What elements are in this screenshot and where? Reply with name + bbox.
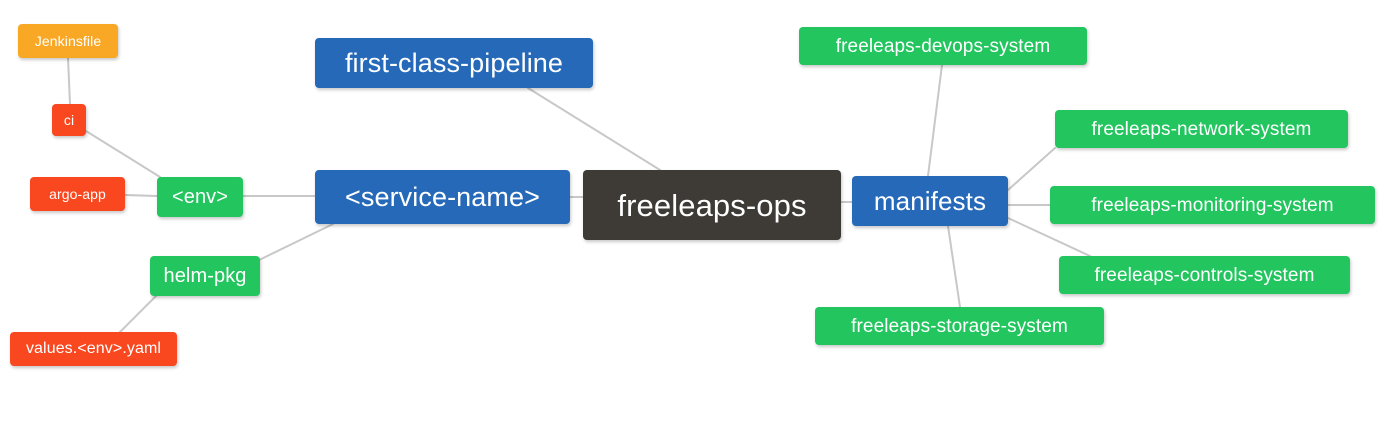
node-label-freeleaps-monitoring-system: freeleaps-monitoring-system — [1091, 194, 1334, 216]
node-label-freeleaps-storage-system: freeleaps-storage-system — [851, 315, 1068, 337]
node-label-freeleaps-ops: freeleaps-ops — [617, 187, 807, 223]
node-label-manifests: manifests — [873, 186, 987, 216]
node-label-argo-app: argo-app — [49, 186, 106, 202]
node-env[interactable]: <env> — [157, 177, 243, 217]
node-label-freeleaps-controls-system: freeleaps-controls-system — [1094, 264, 1315, 286]
node-label-first-class-pipeline: first-class-pipeline — [344, 47, 564, 78]
node-freeleaps-devops-system[interactable]: freeleaps-devops-system — [799, 27, 1087, 65]
node-manifests[interactable]: manifests — [852, 176, 1008, 226]
edge-ci-to-env — [85, 130, 161, 178]
node-freeleaps-storage-system[interactable]: freeleaps-storage-system — [815, 307, 1104, 345]
edge-helm-pkg-to-values-env-yaml — [119, 291, 161, 333]
node-freeleaps-ops[interactable]: freeleaps-ops — [583, 170, 841, 240]
node-first-class-pipeline[interactable]: first-class-pipeline — [315, 38, 593, 88]
node-ci[interactable]: ci — [52, 104, 86, 136]
edge-jenkinsfile-to-ci — [67, 57, 71, 105]
node-label-freeleaps-network-system: freeleaps-network-system — [1091, 118, 1312, 140]
node-label-service-name: <service-name> — [345, 181, 540, 212]
edge-manifests-to-freeleaps-storage-system — [947, 225, 961, 308]
edge-service-name-to-helm-pkg — [254, 223, 334, 263]
node-freeleaps-monitoring-system[interactable]: freeleaps-monitoring-system — [1050, 186, 1375, 224]
node-helm-pkg[interactable]: helm-pkg — [150, 256, 260, 296]
node-label-ci: ci — [63, 112, 75, 128]
node-label-freeleaps-devops-system: freeleaps-devops-system — [835, 35, 1051, 57]
edge-first-class-pipeline-to-freeleaps-ops — [527, 87, 661, 171]
edge-manifests-to-freeleaps-controls-system — [1007, 217, 1091, 257]
node-label-jenkinsfile: Jenkinsfile — [34, 33, 102, 49]
edge-manifests-to-freeleaps-network-system — [1007, 147, 1056, 191]
node-jenkinsfile[interactable]: Jenkinsfile — [18, 24, 118, 58]
node-label-values-env-yaml: values.<env>.yaml — [25, 340, 162, 357]
edge-argo-app-to-env — [124, 194, 158, 197]
node-service-name[interactable]: <service-name> — [315, 170, 570, 224]
node-label-env: <env> — [171, 186, 229, 208]
node-argo-app[interactable]: argo-app — [30, 177, 125, 211]
node-label-helm-pkg: helm-pkg — [163, 265, 247, 287]
node-freeleaps-controls-system[interactable]: freeleaps-controls-system — [1059, 256, 1350, 294]
edge-manifests-to-freeleaps-devops-system — [927, 64, 943, 177]
node-values-env-yaml[interactable]: values.<env>.yaml — [10, 332, 177, 366]
node-freeleaps-network-system[interactable]: freeleaps-network-system — [1055, 110, 1348, 148]
